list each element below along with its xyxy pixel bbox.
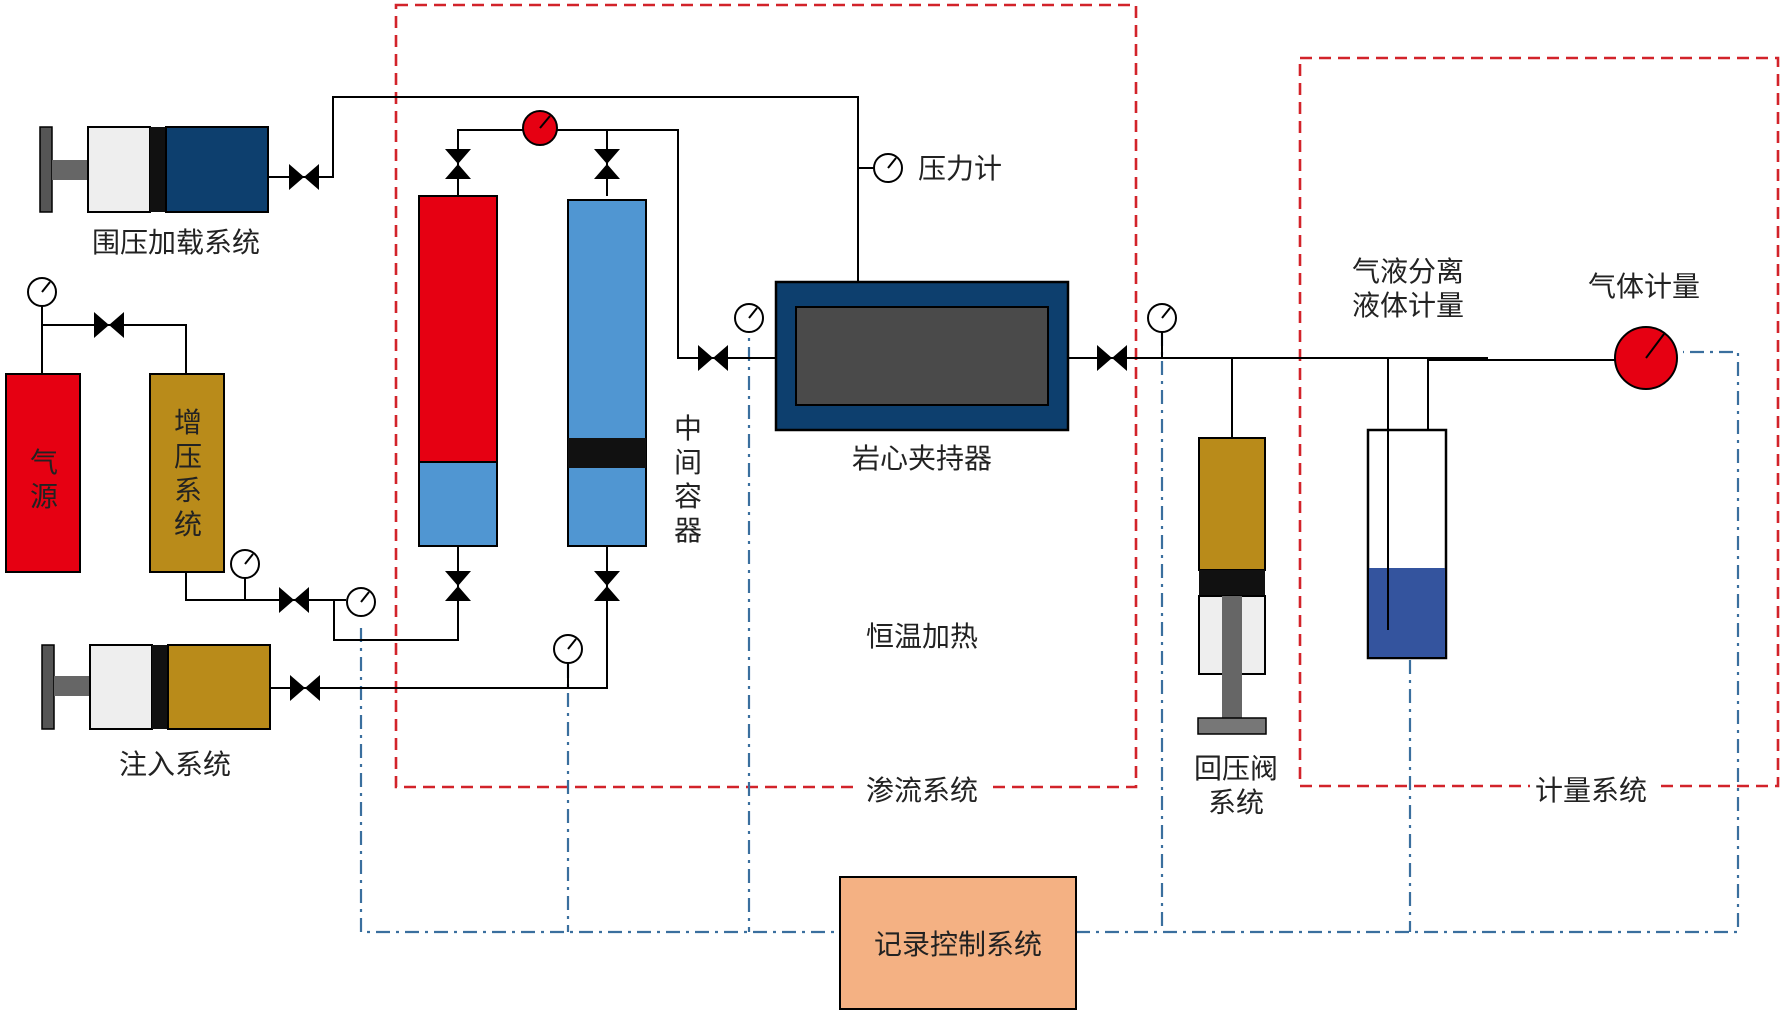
back-pressure-label-1: 回压阀 <box>1194 752 1278 785</box>
metering-label: 计量系统 <box>1535 774 1647 807</box>
inlet-gauge-icon <box>346 587 376 617</box>
back-pressure-pump <box>1197 437 1267 735</box>
booster-label-2: 压 <box>174 440 202 473</box>
heating-label: 恒温加热 <box>866 620 978 653</box>
core-inlet-gauge-icon <box>734 303 764 333</box>
seepage-label: 渗流系统 <box>866 774 978 807</box>
bottom-line-gauge-icon <box>553 634 583 664</box>
gas-meter-icon <box>1614 326 1678 390</box>
injection-valve[interactable] <box>290 675 320 701</box>
gas-source-label-2: 源 <box>30 480 58 513</box>
confining-pump <box>39 126 269 213</box>
gas-meter-label: 气体计量 <box>1588 270 1700 303</box>
separation-label-1: 气液分离 <box>1352 255 1464 288</box>
core-inlet-valve[interactable] <box>698 345 728 371</box>
core-outlet-gauge-icon <box>1147 303 1177 333</box>
control-system-label: 记录控制系统 <box>874 928 1042 961</box>
control-system-box <box>839 876 1077 1010</box>
injection-pump <box>41 644 271 730</box>
seepage-label-bg <box>858 772 986 802</box>
pressure-gauge-label: 压力计 <box>918 152 1002 185</box>
back-pressure-label-2: 系统 <box>1208 786 1264 819</box>
separation-label-2: 液体计量 <box>1352 289 1464 322</box>
gas-source-label-1: 气 <box>30 446 58 479</box>
gas-source-valve[interactable] <box>94 312 124 338</box>
booster-label-3: 系 <box>174 474 202 507</box>
top-red-gauge-icon <box>522 110 558 146</box>
booster-valve[interactable] <box>279 587 309 613</box>
separator <box>1366 358 1448 660</box>
control-lines <box>359 318 1740 934</box>
intermediate-label-3: 容 <box>674 480 702 513</box>
booster-label-4: 统 <box>174 508 202 541</box>
intermediate-label-1: 中 <box>674 412 702 445</box>
container1-bottom-valve[interactable] <box>445 571 471 601</box>
booster-label-1: 增 <box>174 406 202 439</box>
intermediate-container-2 <box>567 199 647 547</box>
intermediate-label-4: 器 <box>674 514 702 547</box>
container2-top-valve[interactable] <box>594 149 620 179</box>
gas-source-gauge-icon <box>27 277 57 307</box>
pressure-gauge-icon <box>873 153 903 183</box>
core-holder <box>774 280 1070 432</box>
gas-source-cylinder <box>5 373 81 573</box>
container1-top-valve[interactable] <box>445 149 471 179</box>
intermediate-container-1 <box>418 195 498 547</box>
metering-zone-border <box>1298 56 1780 788</box>
booster-cylinder <box>149 373 225 573</box>
metering-label-bg <box>1530 772 1654 802</box>
core-holder-label: 岩心夹持器 <box>852 442 992 475</box>
container2-bottom-valve[interactable] <box>594 571 620 601</box>
booster-gauge-icon <box>230 549 260 579</box>
injection-label: 注入系统 <box>119 748 231 781</box>
confining-label: 围压加载系统 <box>92 226 260 259</box>
confining-valve[interactable] <box>289 164 319 190</box>
seepage-zone-border <box>394 3 1138 789</box>
core-outlet-valve[interactable] <box>1097 345 1127 371</box>
intermediate-label-2: 间 <box>674 446 702 479</box>
